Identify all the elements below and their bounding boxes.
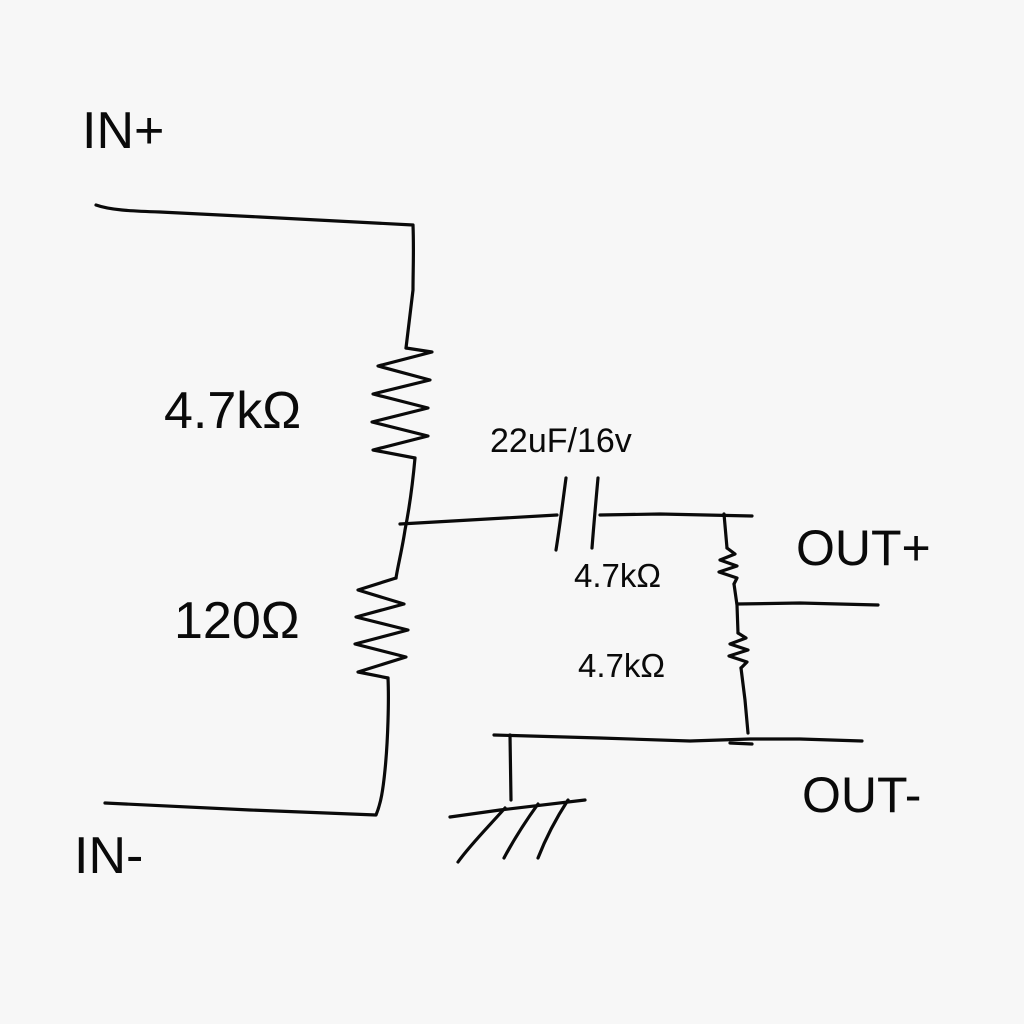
label-in-plus: IN+: [82, 102, 164, 160]
ground-hatch-1: [456, 806, 507, 864]
resistor-r3: [717, 546, 739, 586]
label-r4-value: 4.7kΩ: [578, 647, 665, 684]
label-out-plus: OUT+: [796, 520, 931, 576]
wire-out-minus: [492, 733, 864, 743]
ground-stem: [508, 733, 513, 802]
resistor-r4: [727, 631, 750, 670]
ground-hatch-3: [536, 798, 570, 860]
wire-capacitor-to-divider: [598, 512, 754, 518]
label-in-minus: IN-: [74, 827, 143, 885]
wire-in-plus: [94, 203, 416, 350]
ground-bar: [448, 798, 587, 819]
wire-r3-to-node: [732, 582, 740, 635]
resistor-r1: [370, 346, 434, 460]
wire-out-plus: [735, 601, 880, 607]
wire-out-minus-tick: [728, 741, 754, 746]
capacitor-plate-left: [554, 476, 568, 552]
wire-to-r3: [722, 512, 729, 550]
label-r2-value: 120Ω: [174, 592, 300, 650]
wire-to-capacitor: [398, 513, 559, 526]
resistor-r2: [353, 576, 410, 680]
label-out-minus: OUT-: [802, 767, 921, 823]
wire-mid-node: [394, 456, 417, 580]
wire-in-minus: [103, 676, 390, 817]
label-c1-value: 22uF/16v: [490, 422, 632, 460]
label-r1-value: 4.7kΩ: [164, 382, 301, 440]
wire-r4-to-out-minus: [739, 666, 750, 735]
capacitor-plate-right: [590, 476, 600, 550]
label-r3-value: 4.7kΩ: [574, 557, 661, 594]
ground-hatch-2: [502, 802, 540, 860]
